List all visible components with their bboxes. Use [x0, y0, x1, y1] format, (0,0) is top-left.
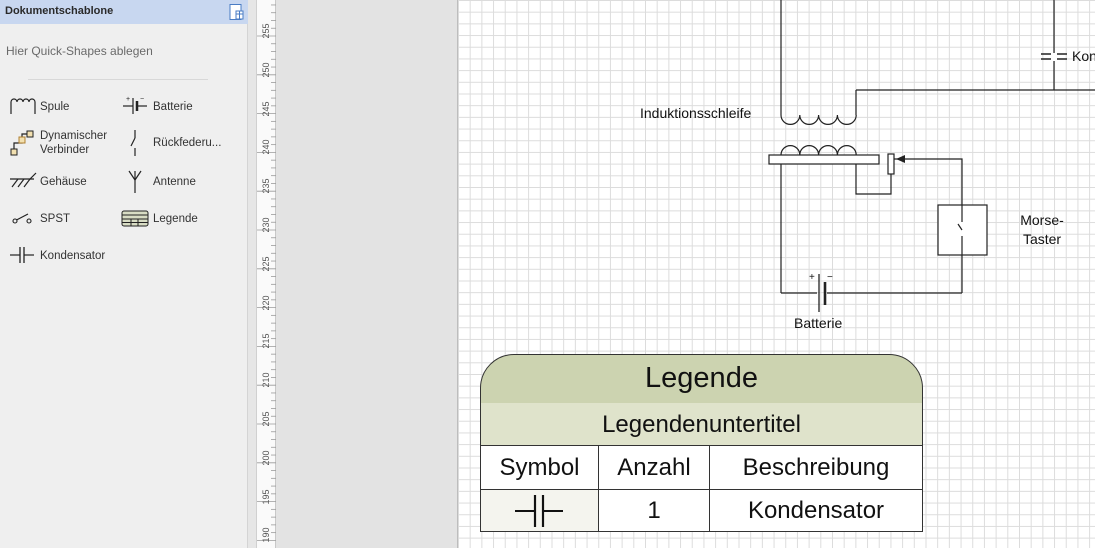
legend-header-description: Beschreibung — [709, 445, 923, 490]
chassis-icon — [10, 172, 37, 188]
battery-minus-sign: − — [827, 272, 833, 283]
dynamic-connector-icon — [10, 130, 34, 156]
shape-label: SPST — [40, 213, 71, 225]
morse-key-label-line1: Morse- — [1020, 212, 1064, 228]
divider — [28, 79, 208, 80]
ruler-label: 205 — [261, 411, 271, 427]
shape-legend[interactable]: Legende — [121, 204, 231, 234]
ruler-label: 245 — [261, 101, 271, 117]
spst-switch-icon — [12, 213, 32, 224]
ruler-label: 190 — [261, 527, 271, 543]
battery-icon: + − — [123, 96, 147, 114]
ruler-label: 250 — [261, 62, 271, 78]
shapes-sidebar: Dokumentschablone Hier Quick-Shapes able… — [0, 0, 248, 548]
antenna-icon — [128, 170, 142, 193]
induction-loop-symbol[interactable] — [780, 114, 857, 125]
ruler-label: 195 — [261, 489, 271, 505]
stencil-title: Dokumentschablone — [5, 5, 114, 17]
shape-label: Legende — [153, 213, 198, 225]
shape-label: Gehäuse — [40, 176, 87, 188]
svg-text:−: − — [140, 96, 144, 103]
ruler-label: 210 — [261, 372, 271, 388]
shape-chassis[interactable]: Gehäuse — [10, 167, 120, 197]
ruler-label: 215 — [261, 333, 271, 349]
morse-key-label-line2: Taster — [1022, 231, 1062, 247]
induction-loop-label: Induktionsschleife — [640, 105, 752, 121]
key-lever — [957, 223, 963, 231]
ruler-label: 225 — [261, 256, 271, 272]
legend-icon — [121, 210, 149, 227]
relay-core[interactable] — [768, 154, 880, 165]
legend-title: Legende — [645, 362, 758, 394]
legend-header-symbol: Symbol — [480, 445, 599, 490]
legend-header-count: Anzahl — [598, 445, 710, 490]
shape-spring-return[interactable]: Rückfederu... — [123, 128, 233, 158]
capacitor-icon — [10, 247, 34, 263]
stencil-options-icon[interactable] — [227, 3, 245, 21]
wire — [855, 164, 892, 195]
shape-battery[interactable]: + − Batterie — [123, 92, 233, 122]
shape-label: Kondensator — [40, 250, 106, 262]
coil-icon — [10, 98, 36, 114]
relay-coil-symbol[interactable] — [780, 145, 857, 156]
legend-shape[interactable]: Legende Legendenuntertitel Symbol Anzahl… — [480, 354, 923, 532]
spring-return-icon — [130, 130, 136, 156]
capacitor-label: Kon — [1072, 48, 1095, 64]
legend-row-symbol — [480, 489, 599, 532]
shape-label: Batterie — [153, 101, 193, 113]
canvas-background — [276, 0, 457, 548]
wire — [894, 158, 963, 205]
shape-label: Antenne — [153, 176, 196, 188]
legend-subtitle: Legendenuntertitel — [602, 411, 801, 438]
capacitor-symbol[interactable] — [1041, 53, 1067, 61]
battery-plus-sign: + — [809, 272, 815, 283]
shape-coil[interactable]: Spule — [10, 92, 120, 122]
circuit-diagram — [768, 0, 1095, 312]
svg-text:+: + — [126, 96, 130, 103]
ruler-label: 200 — [261, 450, 271, 466]
ruler-label: 230 — [261, 217, 271, 233]
quick-shapes-hint: Hier Quick-Shapes ablegen — [6, 44, 153, 58]
ruler-label: 220 — [261, 295, 271, 311]
ruler-label: 240 — [261, 139, 271, 155]
stencil-header[interactable]: Dokumentschablone — [0, 0, 248, 24]
relay-armature[interactable] — [887, 153, 895, 175]
arrow-head — [896, 155, 905, 163]
capacitor-icon — [515, 495, 563, 527]
ruler-label: 235 — [261, 178, 271, 194]
shape-label: Dynamischer Verbinder — [40, 130, 108, 156]
shape-dynamic-connector[interactable]: Dynamischer Verbinder — [10, 128, 122, 158]
battery-symbol[interactable] — [818, 274, 827, 312]
legend-row-count: 1 — [598, 489, 710, 532]
ruler-label: 255 — [261, 23, 271, 39]
shape-antenna[interactable]: Antenne — [123, 167, 233, 197]
shape-label: Rückfederu... — [153, 137, 222, 149]
shape-label: Spule — [40, 101, 70, 113]
shape-spst[interactable]: SPST — [10, 204, 120, 234]
vertical-ruler[interactable]: 255 250 245 240 235 230 225 220 215 210 205 200 195 1… — [256, 0, 277, 548]
battery-label: Batterie — [794, 315, 843, 331]
legend-row-description: Kondensator — [709, 489, 923, 532]
shape-capacitor[interactable]: Kondensator — [10, 241, 130, 271]
